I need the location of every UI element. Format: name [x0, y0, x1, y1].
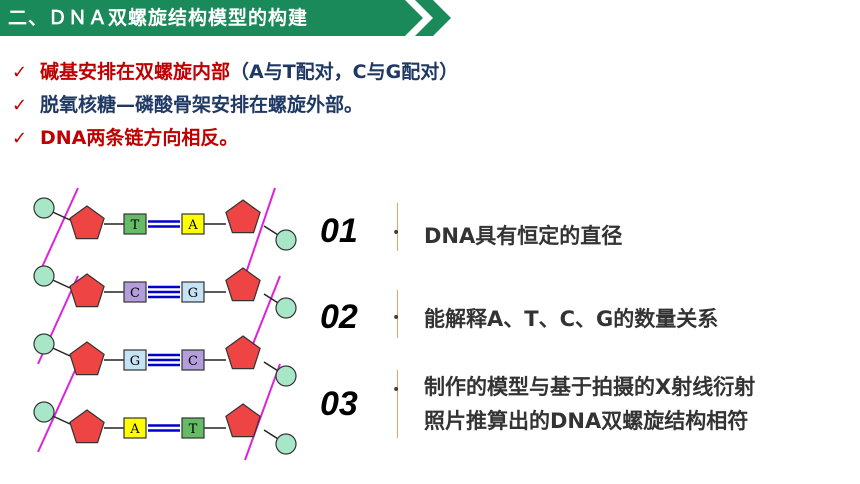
backbone-strand-line: [37, 363, 79, 453]
phosphate-circle: [33, 265, 55, 287]
base-box: [123, 281, 147, 303]
bullet-3-main: DNA两条链方向相反。: [40, 127, 239, 149]
check-icon: ✓: [12, 128, 28, 149]
bullet-dot-icon: •: [392, 382, 401, 398]
point-3-line-2: 照片推算出的DNA双螺旋结构相符: [424, 409, 749, 433]
deoxyribose-pentagon: [225, 199, 261, 234]
bullet-1: ✓ 碱基安排在双螺旋内部（A与T配对，C与G配对）: [12, 56, 458, 89]
divider-line: [397, 203, 398, 251]
point-text-2: 能解释A、T、C、G的数量关系: [424, 302, 718, 336]
deoxyribose-pentagon: [69, 341, 105, 376]
point-number-3: 03: [320, 385, 358, 423]
phosphate-circle: [275, 229, 297, 251]
backbone-strand-line: [37, 187, 79, 277]
header-banner-shape: [0, 0, 451, 36]
phosphate-circle: [33, 401, 55, 423]
base-box: [181, 213, 205, 235]
point-text-1: DNA具有恒定的直径: [424, 219, 622, 253]
point-number-1: 01: [320, 212, 358, 250]
point-3-line-1: 制作的模型与基于拍摄的X射线衍射: [424, 375, 756, 399]
base-pairs-group: T A C G G C A T: [33, 197, 297, 455]
bullet-2-main: 脱氧核糖—磷酸骨架安排在螺旋外部。: [40, 94, 364, 116]
deoxyribose-pentagon: [225, 267, 261, 302]
deoxyribose-pentagon: [69, 205, 105, 240]
base-label: A: [187, 218, 198, 233]
check-icon: ✓: [12, 62, 28, 83]
point-number-2: 02: [320, 298, 358, 336]
phosphate-circle: [33, 333, 55, 355]
base-box: [181, 417, 205, 439]
base-label: A: [129, 422, 140, 437]
backbone-strand-line: [244, 363, 281, 461]
deoxyribose-pentagon: [69, 409, 105, 444]
base-label: C: [188, 354, 198, 369]
backbone-strand-line: [244, 187, 276, 277]
base-box: [123, 349, 147, 371]
section-header: 二、ＤＮＡ双螺旋结构模型的构建: [0, 0, 860, 36]
dna-model-diagram: T A C G G C A T: [33, 187, 297, 461]
deoxyribose-pentagon: [225, 403, 261, 438]
deoxyribose-pentagon: [225, 335, 261, 370]
bullet-2: ✓ 脱氧核糖—磷酸骨架安排在螺旋外部。: [12, 89, 458, 122]
base-label: C: [130, 286, 140, 301]
base-label: T: [131, 218, 140, 233]
phosphate-circle: [275, 433, 297, 455]
divider-line: [397, 370, 398, 438]
bullet-dot-icon: •: [392, 310, 401, 326]
point-1-line-1: DNA具有恒定的直径: [424, 224, 623, 248]
check-icon: ✓: [12, 95, 28, 116]
base-label: G: [188, 286, 198, 301]
point-2-line-1: 能解释A、T、C、G的数量关系: [424, 307, 719, 331]
phosphate-circle: [33, 197, 55, 219]
phosphate-circle: [275, 297, 297, 319]
bullet-1-extra: （A与T配对，C与G配对）: [230, 61, 459, 83]
key-points-list: ✓ 碱基安排在双螺旋内部（A与T配对，C与G配对） ✓ 脱氧核糖—磷酸骨架安排在螺旋…: [12, 56, 458, 155]
base-label: G: [130, 354, 140, 369]
point-text-3: 制作的模型与基于拍摄的X射线衍射 照片推算出的DNA双螺旋结构相符: [424, 370, 755, 438]
header-title: 二、ＤＮＡ双螺旋结构模型的构建: [8, 7, 309, 29]
base-box: [181, 281, 205, 303]
divider-line: [397, 290, 398, 338]
base-box: [181, 349, 205, 371]
bullet-1-main: 碱基安排在双螺旋内部: [40, 61, 231, 83]
base-box: [123, 417, 147, 439]
base-box: [123, 213, 147, 235]
bullet-dot-icon: •: [392, 225, 401, 241]
phosphate-circle: [275, 365, 297, 387]
base-label: T: [189, 422, 198, 437]
bullet-3: ✓ DNA两条链方向相反。: [12, 122, 458, 155]
deoxyribose-pentagon: [69, 273, 105, 308]
